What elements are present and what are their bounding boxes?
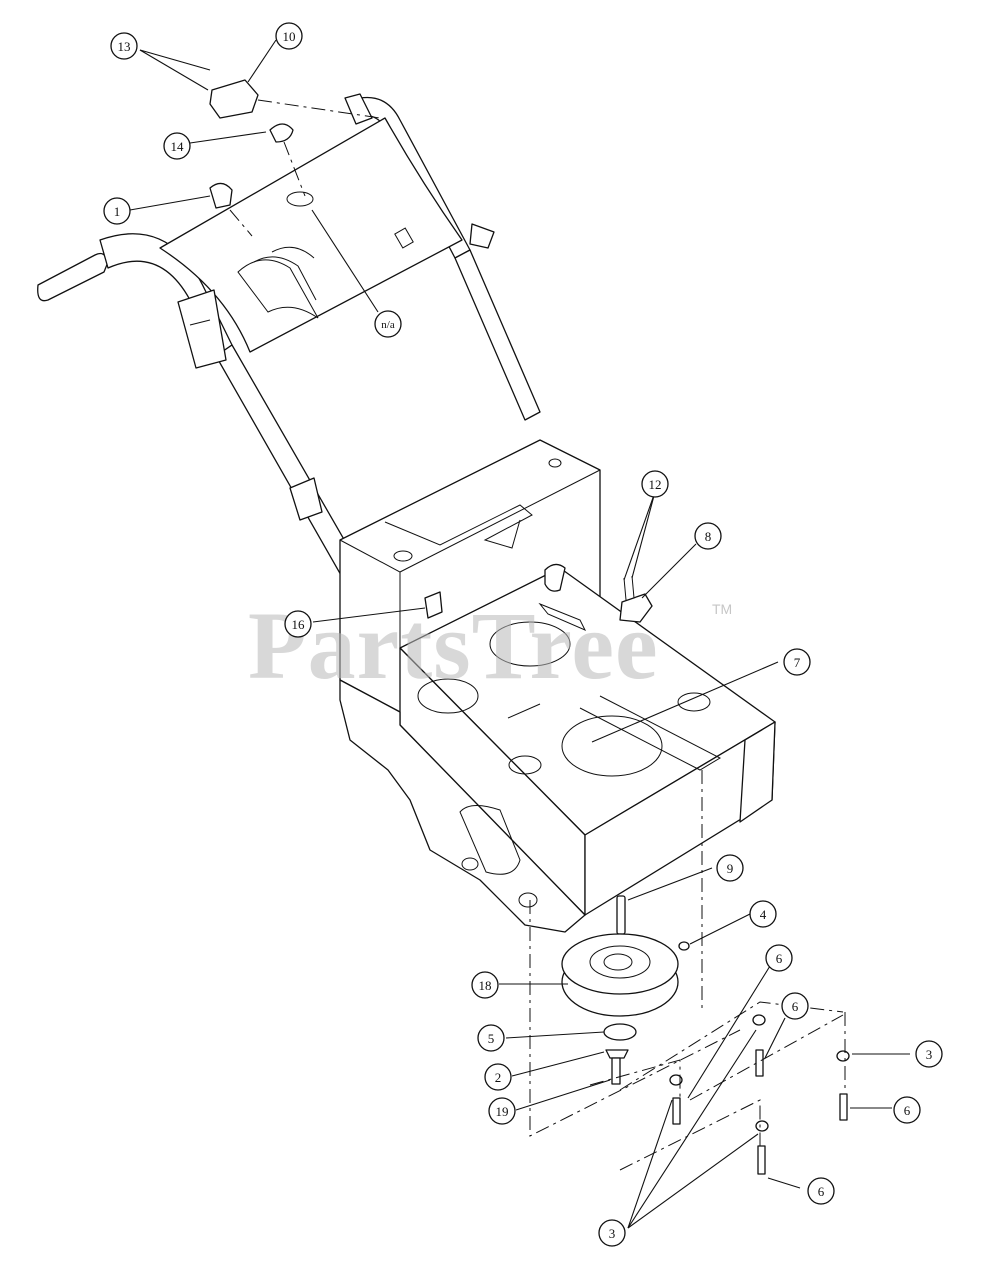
watermark-trademark: TM bbox=[712, 601, 732, 617]
callout-1: 1 bbox=[103, 197, 131, 225]
svg-text:6: 6 bbox=[904, 1103, 911, 1118]
callout-16: 16 bbox=[284, 610, 312, 638]
callout-10: 10 bbox=[275, 22, 303, 50]
svg-text:10: 10 bbox=[283, 29, 296, 44]
watermark: PartsTree TM bbox=[248, 592, 732, 699]
svg-text:5: 5 bbox=[488, 1031, 495, 1046]
svg-text:19: 19 bbox=[496, 1104, 509, 1119]
callout-4: 4 bbox=[749, 900, 777, 928]
svg-text:14: 14 bbox=[171, 139, 185, 154]
pulley-hardware bbox=[529, 770, 850, 1175]
callout-7: 7 bbox=[783, 648, 811, 676]
callout-14: 14 bbox=[163, 132, 191, 160]
callout-9: 9 bbox=[716, 854, 744, 882]
svg-text:6: 6 bbox=[776, 951, 783, 966]
callout-13: 13 bbox=[110, 32, 138, 60]
svg-text:1: 1 bbox=[114, 204, 121, 219]
callout-5: 5 bbox=[477, 1024, 505, 1052]
svg-text:3: 3 bbox=[609, 1226, 616, 1241]
svg-text:7: 7 bbox=[794, 655, 801, 670]
callout-6-c: 6 bbox=[893, 1096, 921, 1124]
callout-19: 19 bbox=[488, 1097, 516, 1125]
svg-text:8: 8 bbox=[705, 529, 712, 544]
callout-18: 18 bbox=[471, 971, 499, 999]
callout-na: n/a bbox=[374, 310, 402, 338]
callout-12: 12 bbox=[641, 470, 669, 498]
leader-lines bbox=[129, 39, 910, 1229]
svg-text:9: 9 bbox=[727, 861, 734, 876]
svg-text:n/a: n/a bbox=[381, 319, 395, 331]
svg-text:3: 3 bbox=[926, 1047, 933, 1062]
frame-chassis bbox=[339, 439, 776, 933]
callout-6-d: 6 bbox=[807, 1177, 835, 1205]
svg-text:13: 13 bbox=[118, 39, 131, 54]
svg-text:16: 16 bbox=[292, 617, 306, 632]
svg-text:18: 18 bbox=[479, 978, 492, 993]
callout-2: 2 bbox=[484, 1063, 512, 1091]
callout-3-a: 3 bbox=[915, 1040, 943, 1068]
watermark-text: PartsTree bbox=[248, 592, 659, 699]
switch-bracket bbox=[619, 575, 653, 623]
console-switches bbox=[209, 79, 381, 237]
svg-text:6: 6 bbox=[792, 999, 799, 1014]
svg-text:4: 4 bbox=[760, 907, 767, 922]
callouts: 13 10 14 1 n/a 12 8 16 7 9 4 6 18 6 5 bbox=[103, 22, 943, 1247]
svg-text:12: 12 bbox=[649, 477, 662, 492]
svg-text:6: 6 bbox=[818, 1184, 825, 1199]
callout-6-b: 6 bbox=[781, 992, 809, 1020]
callout-3-b: 3 bbox=[598, 1219, 626, 1247]
callout-8: 8 bbox=[694, 522, 722, 550]
svg-text:2: 2 bbox=[495, 1070, 502, 1085]
callout-6-a: 6 bbox=[765, 944, 793, 972]
